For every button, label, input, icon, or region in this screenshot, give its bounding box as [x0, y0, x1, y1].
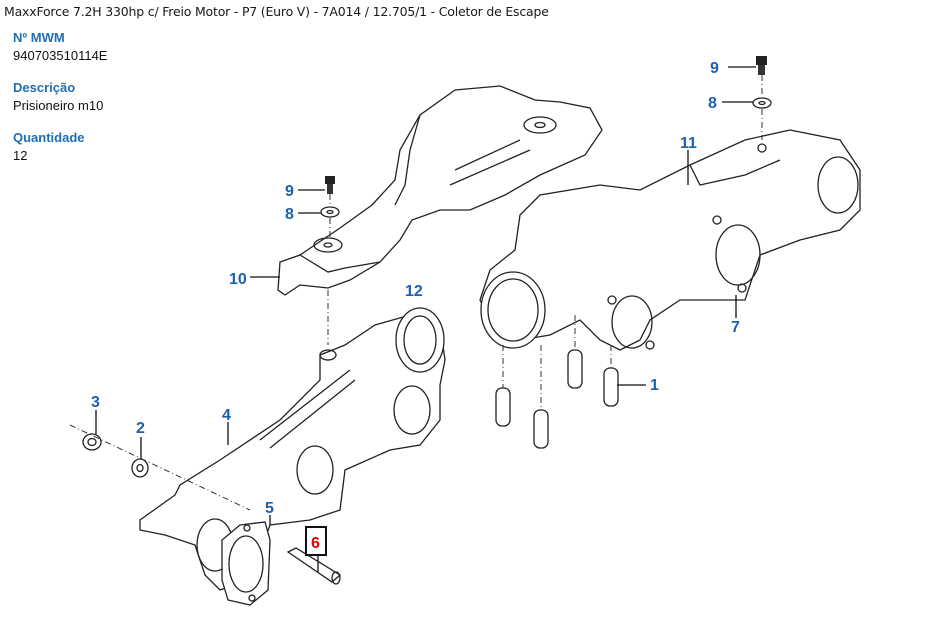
mwm-value: 940703510114E [13, 48, 108, 63]
gasket-part-5[interactable] [221, 521, 271, 606]
studs-part-1[interactable] [495, 349, 619, 449]
callout-12[interactable]: 12 [405, 283, 423, 300]
bolt-part-9-right[interactable] [756, 56, 767, 75]
callout-9-left[interactable]: 9 [285, 183, 294, 200]
callout-8-right[interactable]: 8 [708, 95, 717, 112]
part-info-panel: Nº MWM 940703510114E Descrição Prisionei… [13, 29, 107, 179]
callout-5[interactable]: 5 [265, 500, 274, 517]
leader-lines [95, 66, 756, 572]
stud-part-6[interactable] [286, 547, 342, 585]
quantity-label: Quantidade [13, 130, 85, 145]
callout-7[interactable]: 7 [731, 319, 740, 336]
assembly-axis-lines [69, 75, 763, 511]
selected-callout-box [305, 526, 327, 556]
exhaust-manifold-front[interactable] [139, 307, 446, 591]
description-label: Descrição [13, 80, 76, 95]
page-title: MaxxForce 7.2H 330hp c/ Freio Motor - P7… [4, 4, 549, 19]
washer-part-8-left[interactable] [320, 206, 340, 218]
callout-10[interactable]: 10 [229, 271, 247, 288]
quantity-value: 12 [13, 148, 28, 163]
bolt-part-9-left[interactable] [325, 176, 335, 194]
callout-2[interactable]: 2 [136, 420, 145, 437]
callout-8-left[interactable]: 8 [285, 206, 294, 223]
washer-part-8-right[interactable] [752, 97, 772, 109]
mwm-label: Nº MWM [13, 30, 65, 45]
callout-6-selected[interactable]: 6 [311, 535, 320, 552]
exhaust-manifold-rear[interactable] [479, 129, 861, 351]
callout-1[interactable]: 1 [650, 377, 659, 394]
callout-3[interactable]: 3 [91, 394, 100, 411]
washer-part-2[interactable] [131, 458, 149, 478]
callout-11[interactable]: 11 [680, 135, 697, 152]
callout-4[interactable]: 4 [222, 407, 231, 424]
nut-part-3[interactable] [82, 433, 102, 451]
description-value: Prisioneiro m10 [13, 98, 104, 113]
callout-9-right[interactable]: 9 [710, 60, 719, 77]
heat-shield-part-10[interactable] [277, 85, 603, 296]
